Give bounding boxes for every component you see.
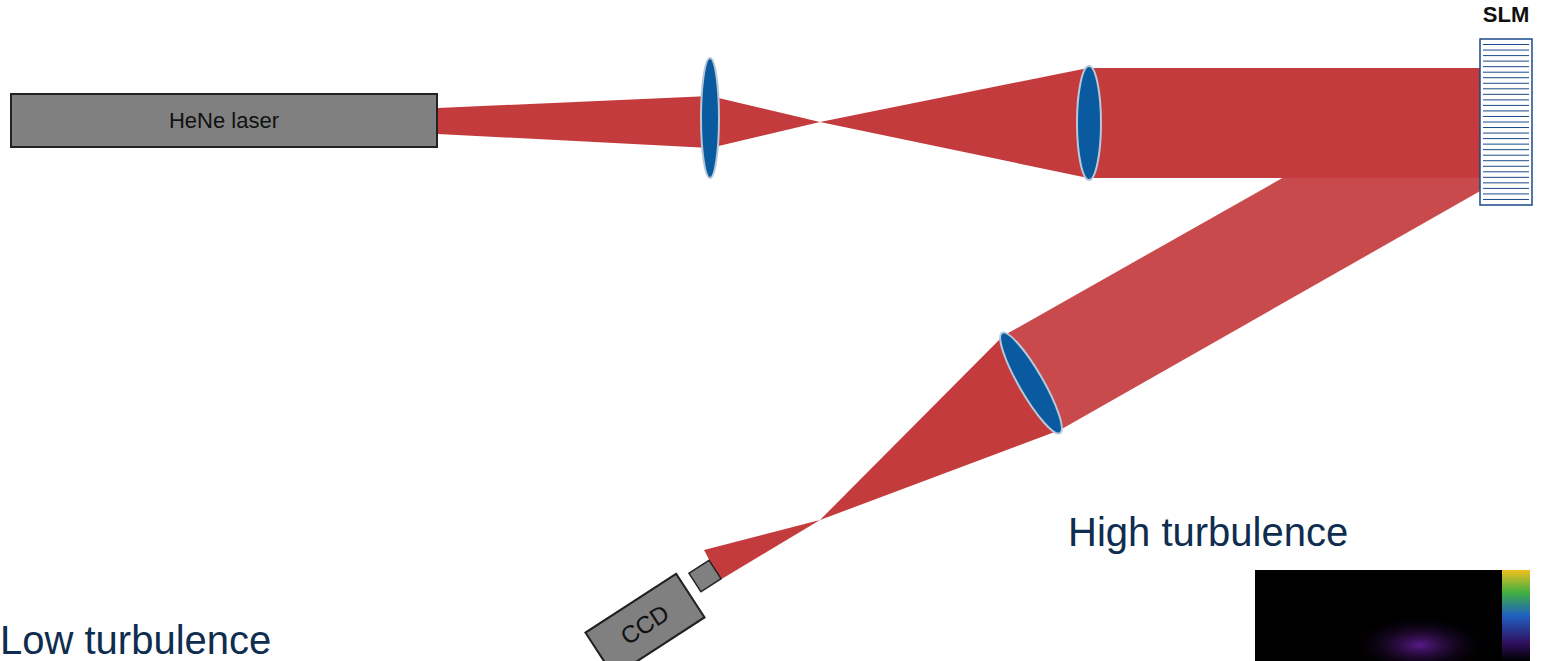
lens [701, 58, 719, 178]
camera-nose [689, 560, 721, 592]
lenses [701, 58, 1101, 439]
slm-device: SLM [1476, 2, 1536, 207]
beam-segment [438, 96, 710, 148]
beam-segment [710, 96, 820, 148]
turbulence-image [1255, 570, 1530, 661]
laser-box: HeNe laser [10, 93, 438, 148]
condition-label: High turbulence [1068, 510, 1348, 555]
slm-panel [1479, 38, 1535, 208]
device-name: HeNe laser [169, 108, 279, 134]
ccd-camera: CCD [584, 572, 706, 661]
beam-segment [1003, 72, 1482, 430]
condition-label: Low turbulence [0, 618, 271, 661]
laser-beam [438, 68, 1482, 580]
device-label: SLM [1476, 2, 1536, 28]
beam-segment [704, 520, 820, 580]
device-name: CCD [616, 599, 675, 651]
lens [992, 327, 1071, 439]
lens [1077, 66, 1101, 180]
beam-segment [820, 68, 1088, 178]
